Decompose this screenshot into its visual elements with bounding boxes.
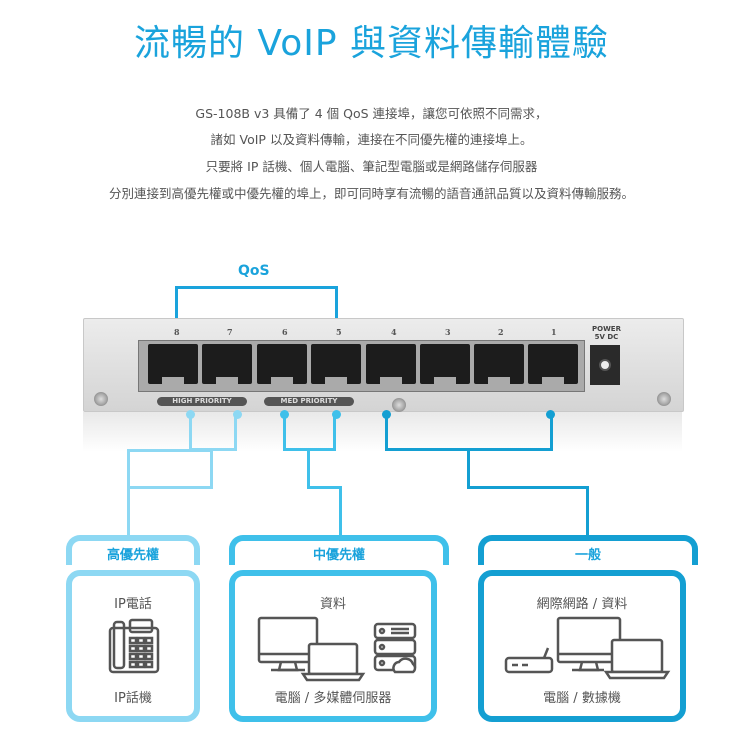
switch-reflection [83,412,682,452]
category-high-heading: IP電話 [114,597,152,612]
category-normal-box: 網際網路 / 資料 電腦 / 數據機 [478,570,686,722]
normal-connector-drop [467,449,470,489]
port-dot-6 [280,410,289,419]
qos-label: QoS [238,263,270,279]
description-line-2: 諸如 VoIP 以及資料傳輸，連接在不同優先權的連接埠上。 [210,132,533,147]
normal-connector [385,415,553,451]
med-priority-label: MED PRIORITY [264,397,354,406]
port-number-1: 1 [551,327,557,337]
med-connector [283,415,336,451]
category-normal-footer: 電腦 / 數據機 [543,691,621,706]
computer-server-icon [257,616,417,682]
qos-bracket [175,286,338,318]
port-dot-1 [546,410,555,419]
category-normal-heading: 網際網路 / 資料 [536,597,628,612]
ethernet-port-7 [202,344,252,385]
screw-icon [94,392,108,406]
screw-icon [657,392,671,406]
port-dot-7 [233,410,242,419]
category-high-box: IP電話 IP話機 [66,570,200,722]
category-med-heading: 資料 [319,597,346,612]
description-line-4: 分別連接到高優先權或中優先權的埠上，即可同時享有流暢的語音通訊品質以及資料傳輸服… [108,186,634,201]
med-connector-drop-2 [339,486,342,538]
description-line-1: GS-108B v3 具備了 4 個 QoS 連接埠，讓您可依照不同需求， [195,106,548,121]
ethernet-port-1 [528,344,578,385]
computer-modem-icon [504,616,671,680]
port-dot-4 [382,410,391,419]
power-label-line-1: POWER [592,325,621,333]
ethernet-port-3 [420,344,470,385]
port-number-8: 8 [174,327,180,337]
high-connector-h [127,486,213,489]
ethernet-port-8 [148,344,198,385]
port-number-3: 3 [445,327,451,337]
normal-connector-drop-2 [586,486,589,538]
port-dot-5 [332,410,341,419]
screw-icon [392,398,406,412]
med-connector-h [307,486,342,489]
high-connector-drop [210,449,213,489]
high-connector [189,415,237,451]
normal-connector-h [467,486,589,489]
power-jack [590,345,620,385]
page-title: 流暢的 VoIP 與資料傳輸體驗 [133,23,610,64]
high-connector-path [127,449,213,537]
port-number-6: 6 [282,327,288,337]
port-number-7: 7 [227,327,233,337]
ethernet-port-6 [257,344,307,385]
category-high-header: 高優先權 [66,535,200,565]
port-dot-8 [186,410,195,419]
category-high-footer: IP話機 [114,691,152,706]
high-priority-label: HIGH PRIORITY [157,397,247,406]
ip-phone-icon [108,618,160,674]
category-med-footer: 電腦 / 多媒體伺服器 [274,691,392,706]
med-connector-drop [307,449,310,489]
port-number-4: 4 [391,327,397,337]
ethernet-port-4 [366,344,416,385]
category-med-box: 資料 電腦 / 多媒體伺服器 [229,570,437,722]
ethernet-port-5 [311,344,361,385]
category-normal-header: 一般 [478,535,698,565]
description-line-3: 只要將 IP 話機、個人電腦、筆記型電腦或是網路儲存伺服器 [205,159,538,174]
power-label-line-2: 5V DC [594,333,619,341]
ethernet-port-2 [474,344,524,385]
port-number-2: 2 [498,327,504,337]
port-number-5: 5 [336,327,342,337]
category-med-header: 中優先權 [229,535,449,565]
